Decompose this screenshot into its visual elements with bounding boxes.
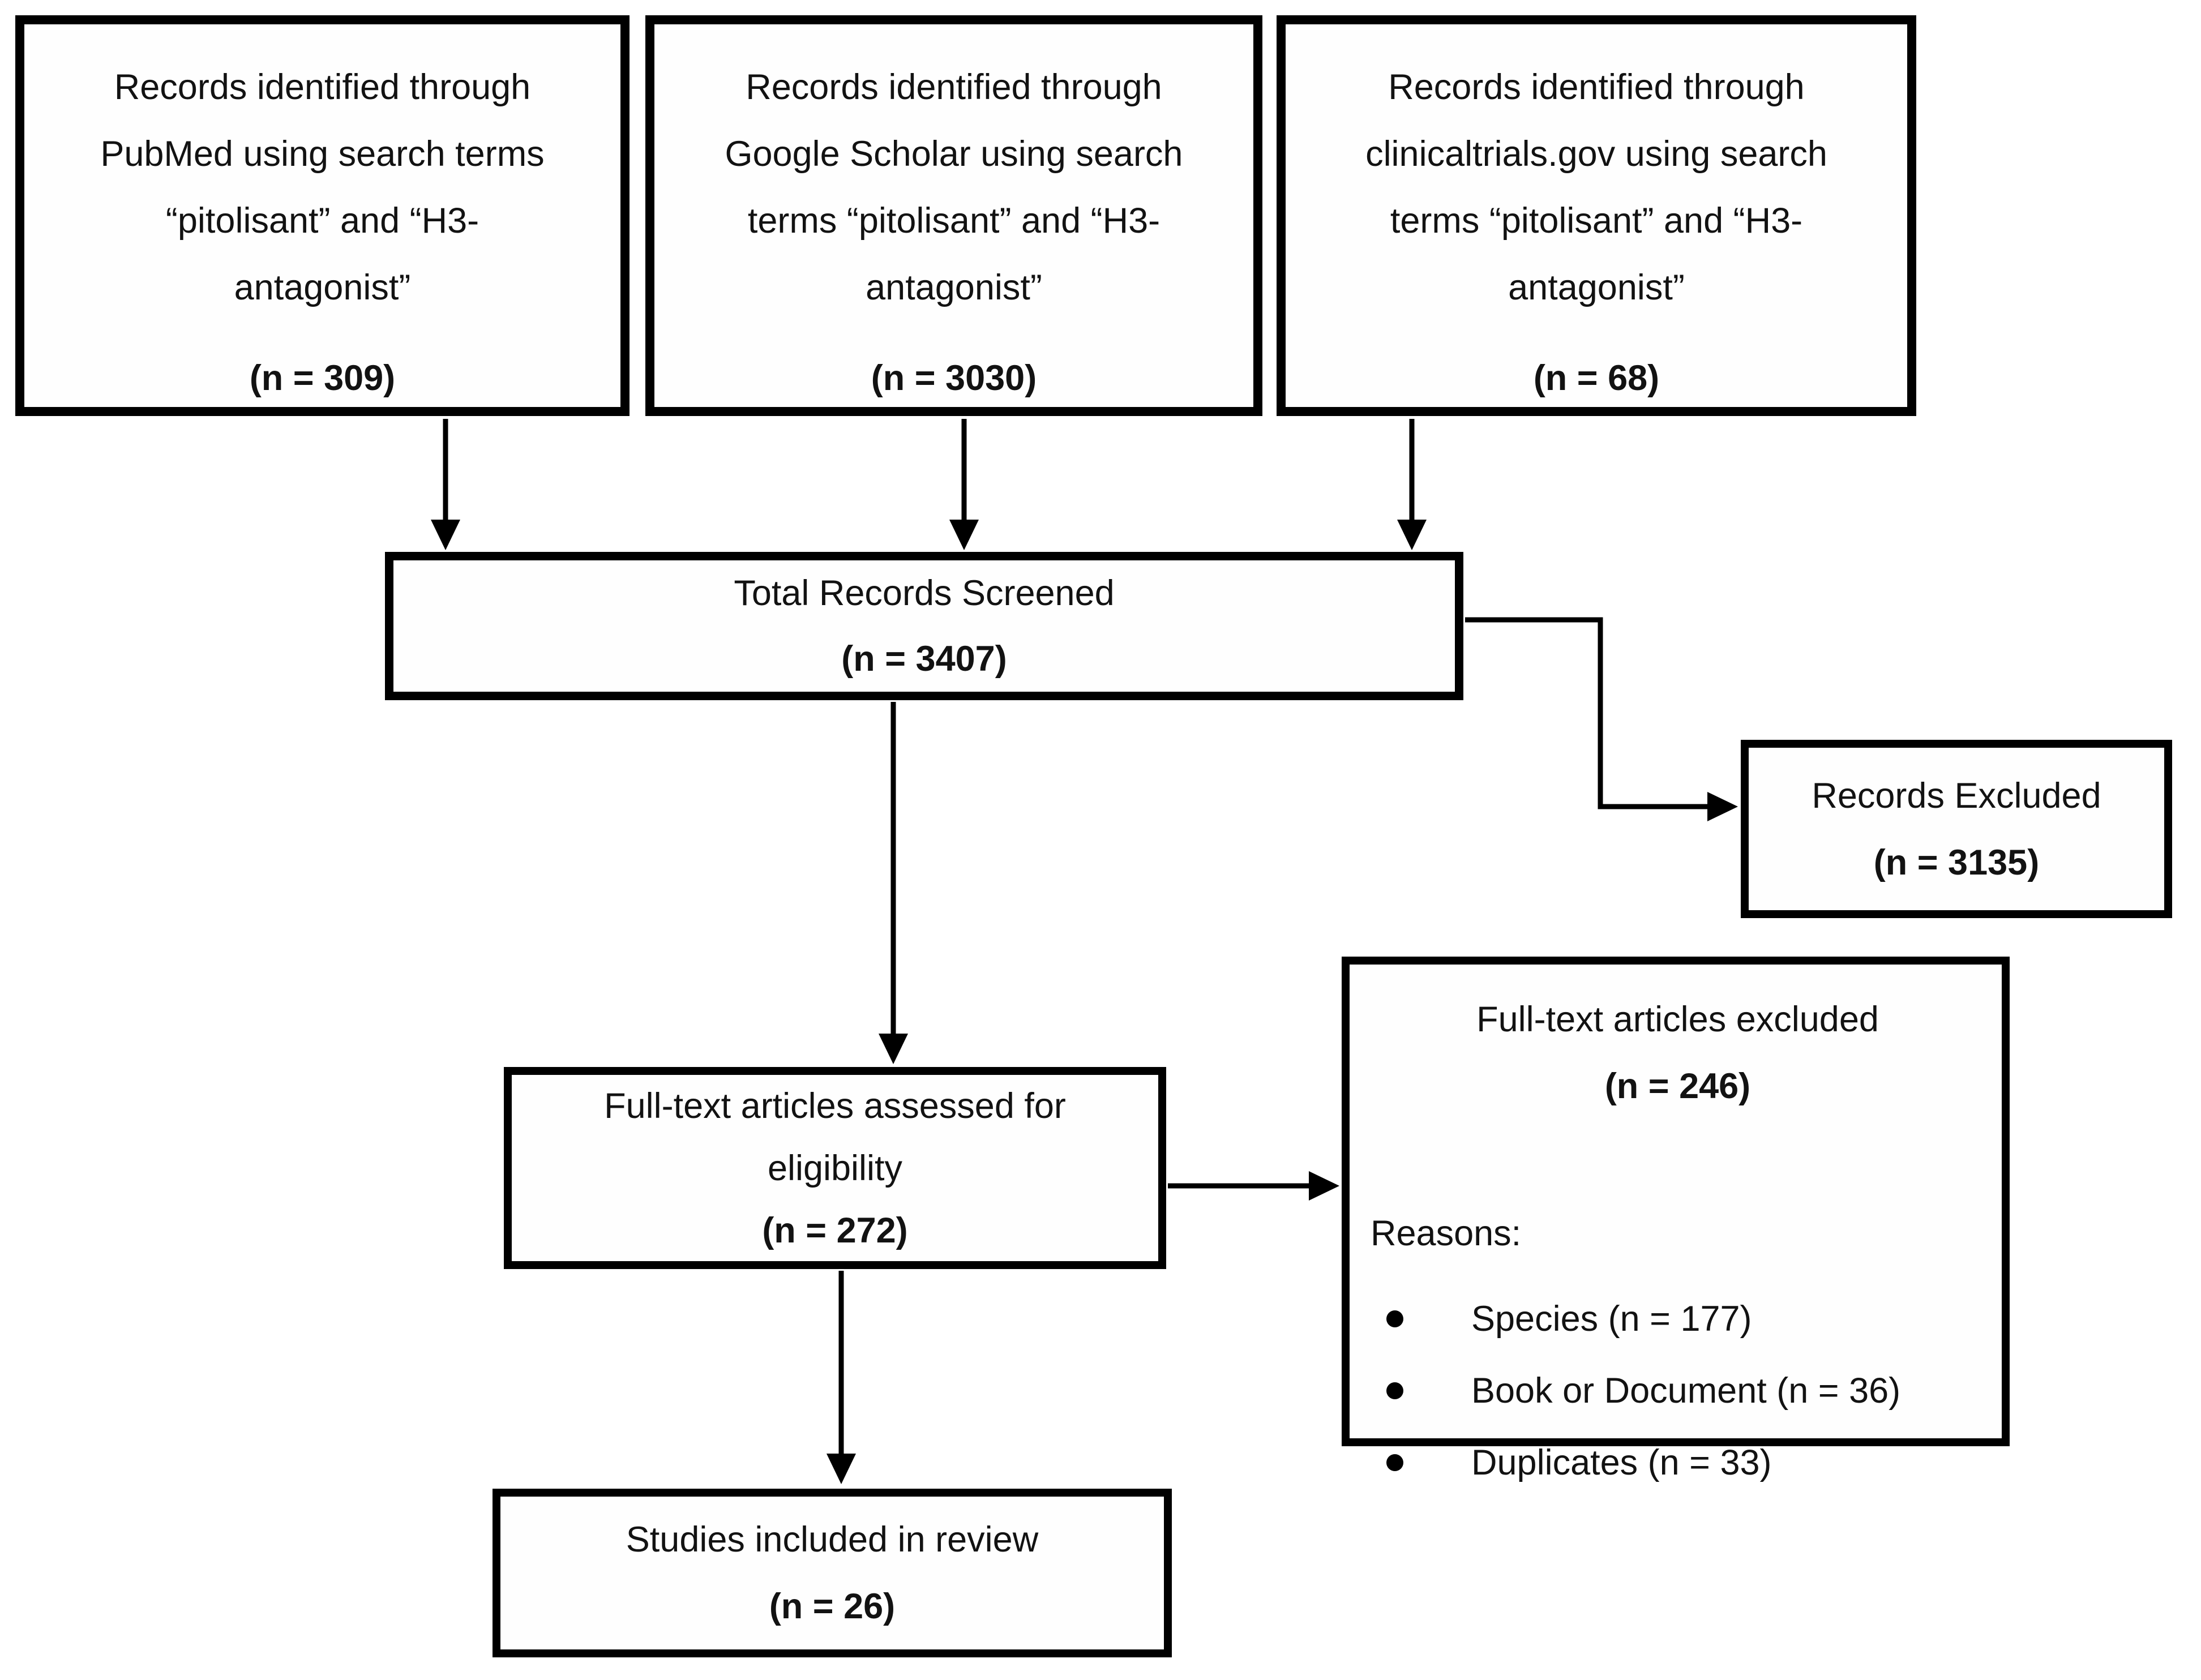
box-studies-included-count: (n = 26): [769, 1587, 896, 1626]
arrowhead: [1707, 792, 1738, 821]
arrowhead: [949, 520, 979, 550]
box-fulltext-excluded-count: (n = 246): [1604, 1066, 1751, 1106]
box-records-google-scholar-text: Records identified through Google Schola…: [725, 67, 1183, 307]
bullet-icon: [1386, 1382, 1403, 1399]
box-fulltext-assessed: Full-text articles assessed for eligibil…: [504, 1067, 1166, 1269]
box-records-pubmed-text: Records identified through PubMed using …: [100, 67, 545, 307]
box-records-clinicaltrials-text: Records identified through clinicaltrial…: [1365, 67, 1827, 307]
arrowhead: [879, 1034, 908, 1064]
box-fulltext-excluded-title: Full-text articles excluded: [1476, 1000, 1879, 1039]
reason-text: Book or Document (n = 36): [1471, 1370, 1901, 1411]
arrow-total-to-excluded: [1465, 617, 1710, 809]
box-records-excluded: Records Excluded (n = 3135): [1741, 740, 2172, 918]
box-records-excluded-count: (n = 3135): [1873, 842, 2040, 882]
box-records-clinicaltrials: Records identified through clinicaltrial…: [1277, 15, 1916, 416]
reason-text: Duplicates (n = 33): [1471, 1442, 1772, 1482]
reason-item: Book or Document (n = 36): [1386, 1355, 1985, 1426]
box-records-clinicaltrials-count: (n = 68): [1533, 358, 1660, 398]
arrowhead: [431, 520, 460, 550]
box-total-records-screened-count: (n = 3407): [841, 639, 1007, 679]
reasons-label: Reasons:: [1371, 1214, 1522, 1253]
box-total-records-screened-text: Total Records Screened: [734, 573, 1115, 613]
reason-text: Species (n = 177): [1471, 1298, 1752, 1339]
bullet-icon: [1386, 1454, 1403, 1471]
reason-item: Species (n = 177): [1386, 1283, 1985, 1355]
box-records-excluded-text: Records Excluded: [1812, 775, 2101, 816]
box-records-google-scholar-count: (n = 3030): [871, 358, 1037, 398]
box-fulltext-assessed-count: (n = 272): [762, 1210, 908, 1250]
box-fulltext-excluded: Full-text articles excluded (n = 246) Re…: [1342, 957, 2010, 1482]
arrowhead: [1309, 1171, 1339, 1201]
box-studies-included: Studies included in review (n = 26): [493, 1489, 1172, 1657]
reason-item: Duplicates (n = 33): [1386, 1426, 1985, 1498]
reasons-list: Species (n = 177) Book or Document (n = …: [1371, 1283, 1985, 1498]
box-records-google-scholar: Records identified through Google Schola…: [645, 15, 1262, 416]
box-total-records-screened: Total Records Screened (n = 3407): [385, 552, 1463, 700]
box-records-pubmed-count: (n = 309): [249, 358, 396, 398]
box-records-pubmed: Records identified through PubMed using …: [15, 15, 630, 416]
arrowhead: [827, 1454, 856, 1484]
arrowhead: [1397, 520, 1427, 550]
box-studies-included-text: Studies included in review: [626, 1520, 1039, 1559]
box-fulltext-assessed-text: Full-text articles assessed for eligibil…: [604, 1086, 1066, 1188]
bullet-icon: [1386, 1310, 1403, 1327]
